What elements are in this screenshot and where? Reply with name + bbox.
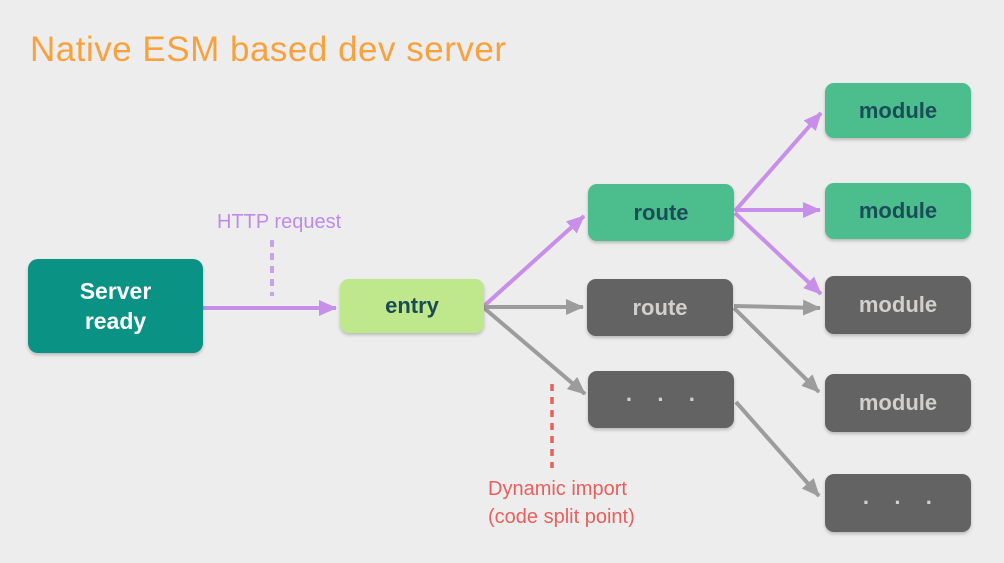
http-request-label: HTTP request xyxy=(217,211,342,233)
dynamic-import-label-line2: (code split point) xyxy=(488,506,635,528)
edge-route-inactive-to-module-4 xyxy=(732,306,821,394)
dynamic-import-label: Dynamic import (code split point) xyxy=(488,475,635,531)
edge-route-active-to-module-3 xyxy=(733,211,823,296)
module-node-inactive-2: module xyxy=(825,374,971,432)
edge-route-active-to-module-1 xyxy=(733,111,823,213)
edge-route-inactive-to-module-3 xyxy=(733,299,821,316)
route-node-active: route xyxy=(588,184,734,241)
entry-node: entry xyxy=(340,279,484,333)
diagram-title: Native ESM based dev server xyxy=(30,30,507,69)
edge-ellipsis-mid-to-ellipsis-right xyxy=(734,400,821,498)
edge-entry-to-ellipsis-mid xyxy=(482,306,587,396)
edge-entry-to-route-active xyxy=(482,214,586,308)
ellipsis-node-right: · · · xyxy=(825,474,971,532)
module-node-inactive-1: module xyxy=(825,276,971,334)
route-node-inactive: route xyxy=(587,279,733,336)
module-node-active-1: module xyxy=(825,83,971,138)
server-ready-node: Server ready xyxy=(28,259,203,353)
ellipsis-node-mid: · · · xyxy=(588,371,734,428)
dynamic-import-label-line1: Dynamic import xyxy=(488,478,627,500)
module-node-active-2: module xyxy=(825,183,971,239)
